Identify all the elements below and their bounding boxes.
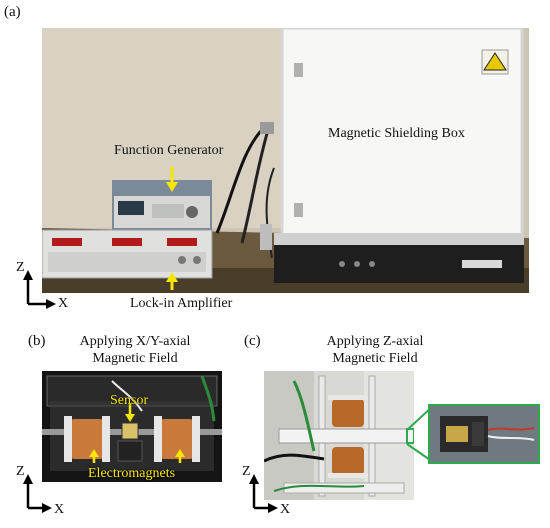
panel-c-caption-line1: Applying Z-axial: [326, 334, 424, 349]
axes-c: Z X: [240, 462, 300, 522]
panel-b-caption-line2: Magnetic Field: [92, 351, 178, 366]
panel-b-label: (b): [28, 333, 46, 349]
axis-x-b: X: [54, 502, 65, 517]
axis-z-c: Z: [242, 464, 251, 479]
sensor-zoom-drawing: [430, 406, 538, 462]
lockin-amplifier-label: Lock-in Amplifier: [130, 296, 233, 311]
axes-b-arrows: [23, 474, 52, 513]
axes-a-arrows: [23, 270, 56, 309]
sensor-label: Sensor: [110, 393, 149, 408]
axis-x-c: X: [280, 502, 291, 517]
sensor-zoom-inset: [428, 404, 540, 464]
lab-photo-drawing: [42, 28, 529, 293]
electromagnet-photo: [42, 371, 222, 482]
panel-a-label: (a): [4, 4, 21, 20]
panel-b-caption-line1: Applying X/Y-axial: [79, 334, 191, 349]
panel-c-caption-line2: Magnetic Field: [332, 351, 418, 366]
axis-z-a: Z: [16, 260, 25, 275]
axis-z-b: Z: [16, 464, 25, 479]
panel-c-label: (c): [244, 333, 261, 349]
panel-c-caption: Applying Z-axial Magnetic Field: [320, 333, 430, 367]
z-coil-photo-drawing: [264, 371, 414, 500]
axis-x-a: X: [58, 296, 69, 311]
electromagnets-label: Electromagnets: [88, 466, 176, 481]
shielding-box-label: Magnetic Shielding Box: [328, 126, 465, 141]
axes-b: Z X: [14, 462, 74, 522]
lab-photo: [42, 28, 529, 293]
panel-b-caption: Applying X/Y-axial Magnetic Field: [60, 333, 210, 367]
z-coil-photo: [264, 371, 414, 500]
axes-c-arrows: [249, 474, 278, 513]
function-generator-label: Function Generator: [114, 143, 224, 158]
electromagnet-photo-drawing: [42, 371, 222, 482]
axes-a: Z X: [14, 260, 74, 316]
